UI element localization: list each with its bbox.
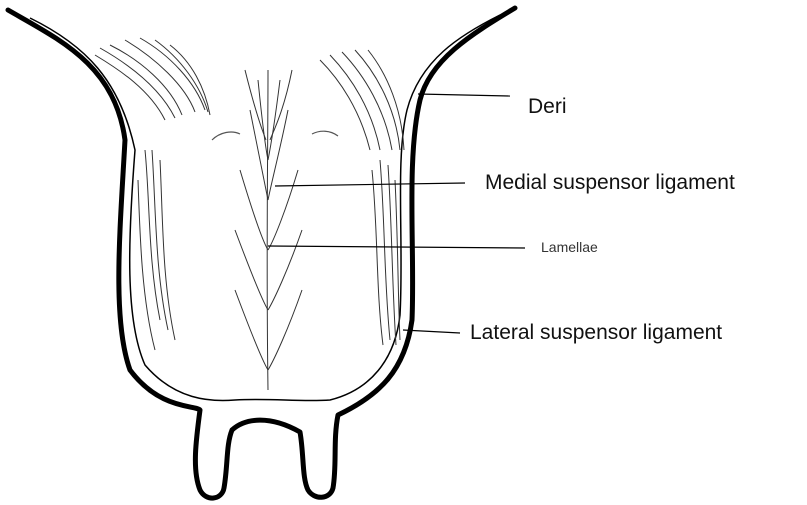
right-top-crescent <box>312 131 338 136</box>
right-lobe-fibers <box>320 50 404 345</box>
lamellae-leader-line <box>268 246 525 248</box>
label-deri: Deri <box>528 96 567 117</box>
label-medial-suspensor-ligament: Medial suspensor ligament <box>485 172 735 193</box>
central-lamellae <box>235 70 302 390</box>
udder-outline <box>8 8 515 498</box>
deri-leader-line <box>418 94 510 96</box>
label-lateral-suspensor-ligament: Lateral suspensor ligament <box>470 322 722 343</box>
left-top-crescent <box>212 132 240 140</box>
medial-leader-line <box>275 183 465 186</box>
label-lamellae: Lamellae <box>541 240 598 254</box>
left-lobe-fibers <box>95 38 210 350</box>
inner-skin-line <box>30 15 500 401</box>
